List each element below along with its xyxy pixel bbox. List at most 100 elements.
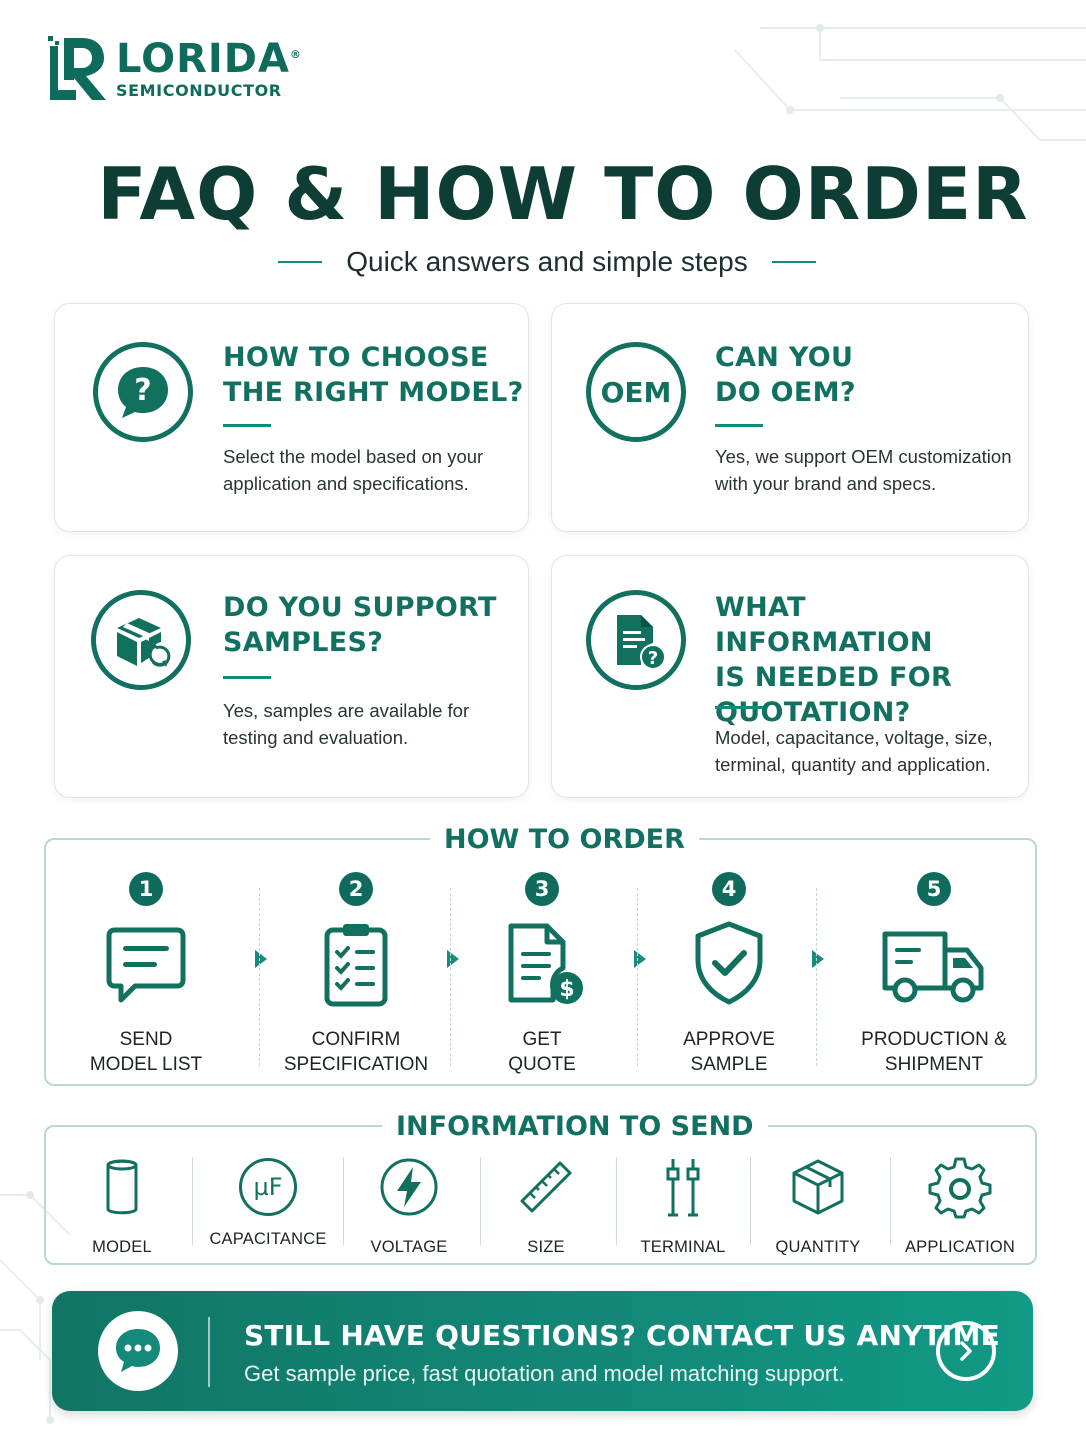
info-separator xyxy=(343,1157,344,1245)
svg-text:?: ? xyxy=(134,373,151,408)
info-label: MODEL xyxy=(92,1238,152,1256)
step-label: CONFIRM SPECIFICATION xyxy=(283,1029,429,1075)
faq-answer: Model, capacitance, voltage, size,termin… xyxy=(715,727,993,775)
info-label: VOLTAGE xyxy=(370,1238,448,1256)
svg-text:$: $ xyxy=(559,977,574,1002)
info-item-model: MODEL xyxy=(82,1155,162,1257)
banner-separator xyxy=(208,1317,210,1387)
faq-icon-circle: OEM xyxy=(586,342,686,442)
information-to-send-title: INFORMATION TO SEND xyxy=(382,1111,768,1142)
faq-icon-circle: ? xyxy=(93,342,193,442)
chevron-right-icon[interactable] xyxy=(936,1321,996,1381)
faq-divider xyxy=(223,676,271,679)
step-number: 1 xyxy=(129,872,163,906)
info-separator xyxy=(890,1157,891,1245)
step-arrow xyxy=(634,950,646,968)
faq-icon-circle xyxy=(91,590,191,690)
step-label: PRODUCTION & SHIPMENT xyxy=(861,1029,1007,1075)
ruler-icon xyxy=(520,1161,572,1213)
step-number: 3 xyxy=(525,872,559,906)
step-label: APPROVE SAMPLE xyxy=(683,1029,775,1075)
step-separator xyxy=(816,888,817,1066)
faq-divider xyxy=(715,424,763,427)
chat-bubble-icon xyxy=(98,1311,178,1391)
order-step-3: 3 $ GET QUOTE xyxy=(466,872,618,1077)
info-label: APPLICATION xyxy=(904,1238,1016,1256)
brand-logo[interactable]: LORIDA® SEMICONDUCTOR xyxy=(46,34,302,104)
info-item-capacitance: µF CAPACITANCE xyxy=(206,1155,330,1249)
brand-name: LORIDA® xyxy=(116,35,302,82)
page-title: FAQ & HOW TO ORDER xyxy=(97,152,1029,236)
delivery-truck-icon xyxy=(882,931,984,1003)
step-number: 4 xyxy=(712,872,746,906)
subtitle-right-line xyxy=(771,261,816,263)
lorida-logo-mark-icon xyxy=(48,36,106,100)
subtitle-row: Quick answers and simple steps xyxy=(0,246,1086,278)
step-number: 2 xyxy=(339,872,373,906)
chat-message-icon xyxy=(106,927,186,1003)
contact-title: STILL HAVE QUESTIONS? CONTACT US ANYTIME xyxy=(244,1319,1000,1352)
info-separator xyxy=(750,1157,751,1245)
capacitor-cylinder-icon xyxy=(106,1159,138,1215)
chevron-right-glyph xyxy=(960,1341,972,1361)
order-step-5: 5 PRODUCTION & SHIPMENT xyxy=(846,872,1022,1077)
how-to-order-title: HOW TO ORDER xyxy=(430,824,699,855)
quote-document-dollar-icon: $ xyxy=(508,923,583,1004)
step-label: SEND MODEL LIST xyxy=(89,1029,203,1075)
step-separator xyxy=(259,888,260,1066)
oem-badge-icon: OEM xyxy=(600,375,672,409)
faq-divider xyxy=(223,424,271,427)
shield-check-icon xyxy=(695,921,763,1005)
step-arrow xyxy=(447,950,459,968)
brand-tagline: SEMICONDUCTOR xyxy=(116,80,282,100)
info-separator xyxy=(480,1157,481,1245)
info-label: SIZE xyxy=(527,1238,565,1256)
lightning-bolt-icon xyxy=(380,1158,438,1216)
contact-text: Get sample price, fast quotation and mod… xyxy=(244,1361,845,1386)
step-separator xyxy=(637,888,638,1066)
step-separator xyxy=(450,888,451,1066)
info-label: CAPACITANCE xyxy=(209,1230,327,1248)
registered-mark: ® xyxy=(289,47,302,61)
faq-icon-circle: ? xyxy=(586,590,686,690)
faq-divider xyxy=(715,706,763,709)
info-label: QUANTITY xyxy=(775,1238,861,1256)
step-number: 5 xyxy=(917,872,951,906)
info-label: TERMINAL xyxy=(640,1238,726,1256)
info-item-terminal: TERMINAL xyxy=(638,1155,728,1257)
gear-icon xyxy=(928,1157,992,1219)
subtitle-left-line xyxy=(278,261,323,263)
clipboard-checklist-icon xyxy=(324,924,388,1007)
info-separator xyxy=(616,1157,617,1245)
order-step-1: 1 SEND MODEL LIST xyxy=(76,872,216,1077)
info-item-size: SIZE xyxy=(506,1155,586,1257)
microfarad-icon: µF xyxy=(239,1158,297,1216)
terminal-pins-icon xyxy=(666,1159,700,1217)
package-box-icon xyxy=(792,1159,844,1215)
step-arrow xyxy=(812,950,824,968)
info-item-quantity: QUANTITY xyxy=(772,1155,864,1257)
svg-text:?: ? xyxy=(648,648,658,669)
info-separator xyxy=(192,1157,193,1245)
information-to-send-section: INFORMATION TO SEND MODEL µF CAPACITANCE… xyxy=(44,1111,1037,1265)
order-step-4: 4 APPROVE SAMPLE xyxy=(654,872,804,1077)
info-item-application: APPLICATION xyxy=(904,1155,1016,1257)
page-subtitle: Quick answers and simple steps xyxy=(346,246,748,277)
info-item-voltage: VOLTAGE xyxy=(364,1155,454,1257)
step-label: GET QUOTE xyxy=(508,1029,576,1075)
document-question-icon: ? xyxy=(617,615,666,670)
question-bubble-icon: ? xyxy=(118,367,168,418)
step-arrow xyxy=(255,950,267,968)
contact-banner[interactable]: STILL HAVE QUESTIONS? CONTACT US ANYTIME… xyxy=(52,1291,1033,1411)
